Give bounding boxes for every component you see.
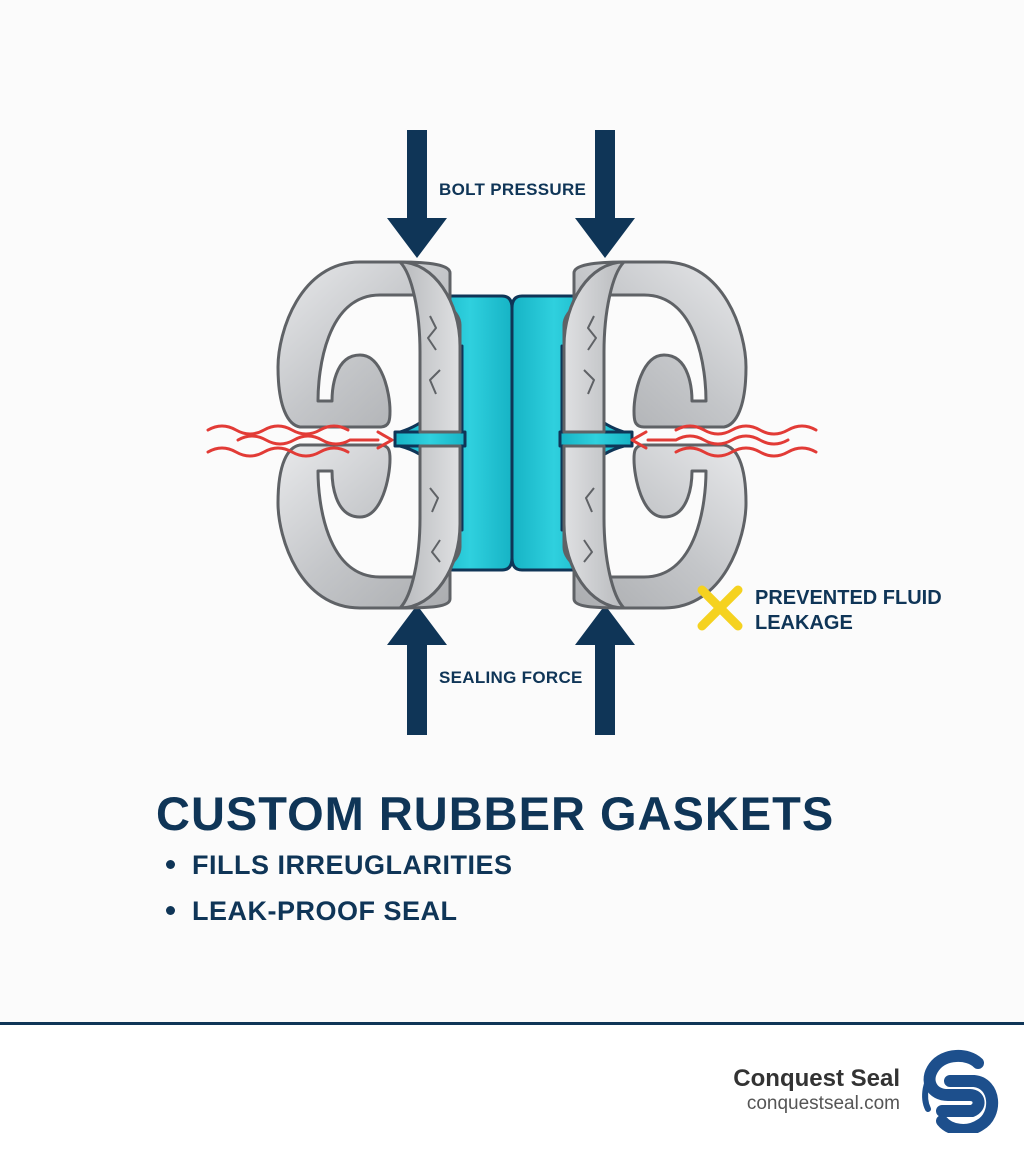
right-crack-lines	[583, 315, 597, 563]
gasket-flow-right	[558, 430, 634, 448]
bolt-pressure-label: BOLT PRESSURE	[439, 180, 587, 199]
conquest-seal-logo-icon	[922, 1050, 999, 1133]
bullet-icon	[166, 860, 175, 869]
feature-list: FILLS IRREUGLARITIES LEAK-PROOF SEAL	[160, 846, 513, 938]
x-mark-icon	[697, 585, 743, 631]
right-flange-top-side	[562, 260, 626, 434]
list-item: FILLS IRREUGLARITIES	[160, 846, 513, 892]
list-item: LEAK-PROOF SEAL	[160, 892, 513, 938]
prevented-leakage-label: PREVENTED FLUID LEAKAGE	[755, 587, 942, 634]
arrow-right-icon	[376, 430, 394, 450]
arrow-left-icon	[630, 430, 648, 450]
left-flange-bottom-side	[398, 444, 462, 610]
brand-name: Conquest Seal	[733, 1065, 900, 1092]
right-flange-bottom-side	[562, 444, 626, 610]
left-flange-top-side	[398, 260, 462, 434]
footer-divider	[0, 1022, 1024, 1025]
arrow-down-left-icon	[387, 130, 447, 258]
arrow-down-right-icon	[575, 130, 635, 258]
bullet-icon	[166, 906, 175, 915]
bolt-pressure-arrows	[387, 130, 635, 258]
sealing-force-arrows	[387, 605, 635, 735]
arrow-up-right-icon	[575, 605, 635, 735]
gasket-diagram	[206, 130, 818, 735]
gasket-flow-left	[393, 430, 467, 448]
list-item-text: FILLS IRREUGLARITIES	[192, 850, 513, 880]
brand-url[interactable]: conquestseal.com	[746, 1093, 900, 1114]
left-crack-lines	[427, 315, 441, 563]
fluid-pressure-waves-right	[630, 424, 818, 458]
right-flange	[562, 260, 748, 610]
arrow-up-left-icon	[387, 605, 447, 735]
list-item-text: LEAK-PROOF SEAL	[192, 896, 458, 926]
sealing-force-label: SEALING FORCE	[439, 668, 583, 687]
left-flange	[276, 260, 462, 610]
footer: Conquest Seal conquestseal.com	[0, 1025, 1024, 1154]
page-title: CUSTOM RUBBER GASKETS	[156, 787, 835, 840]
fluid-pressure-waves-left	[206, 424, 394, 458]
